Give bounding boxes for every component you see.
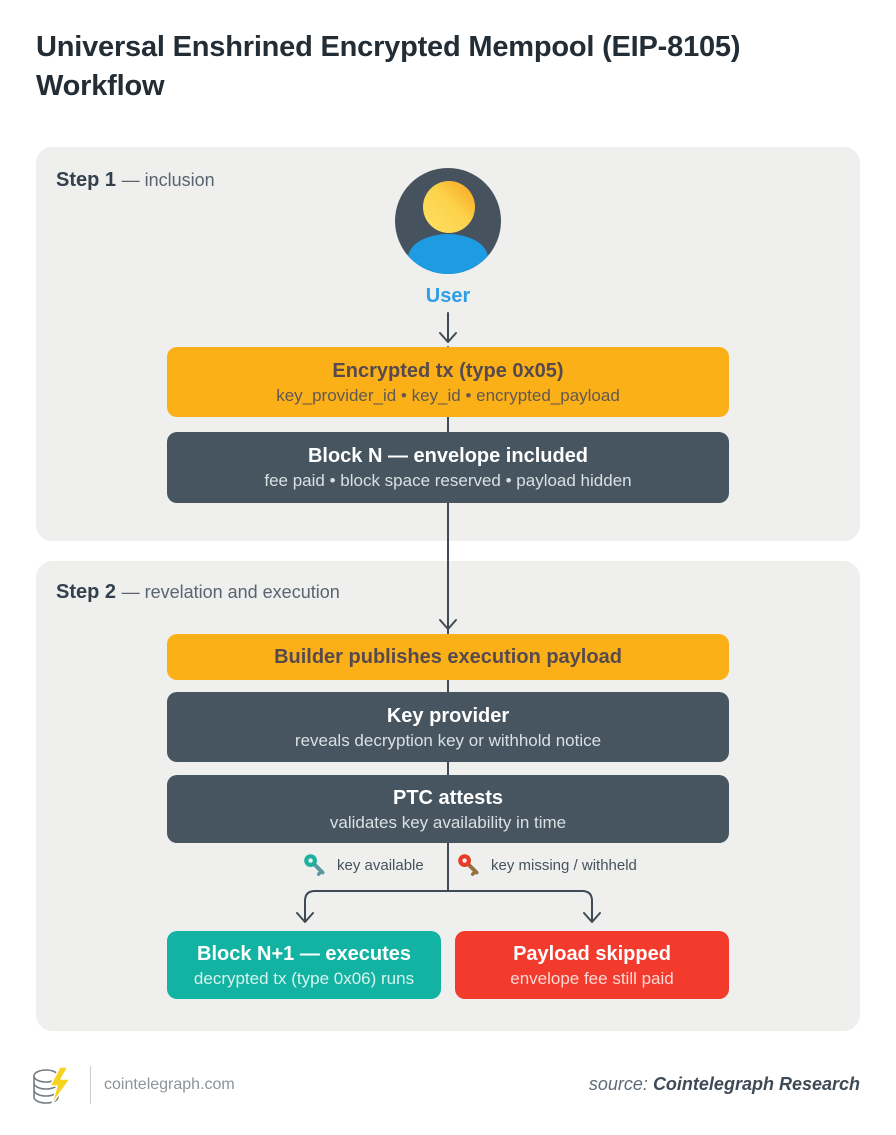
- block-n1-executes-subtitle: decrypted tx (type 0x06) runs: [193, 968, 415, 988]
- encrypted-tx-box: Encrypted tx (type 0x05) key_provider_id…: [167, 347, 729, 417]
- builder-box: Builder publishes execution payload: [167, 634, 729, 680]
- builder-title: Builder publishes execution payload: [274, 646, 622, 668]
- encrypted-tx-subtitle: key_provider_id • key_id • encrypted_pay…: [276, 385, 620, 405]
- legend-key-missing: key missing / withheld: [456, 852, 637, 879]
- block-n-title: Block N — envelope included: [307, 445, 589, 467]
- cointelegraph-logo-icon: [33, 1066, 71, 1105]
- encrypted-tx-title: Encrypted tx (type 0x05): [332, 359, 564, 382]
- footer-source: source: Cointelegraph Research: [589, 1074, 860, 1095]
- ptc-attests-box: PTC attests validates key availability i…: [167, 775, 729, 843]
- step1-label: Step 1 — inclusion: [56, 169, 215, 192]
- legend-key-available-label: key available: [337, 857, 424, 874]
- legend-key-available: key available: [302, 852, 424, 879]
- step2-label-sub: — revelation and execution: [121, 582, 340, 602]
- payload-skipped-title: Payload skipped: [513, 942, 671, 965]
- footer-source-name: Cointelegraph Research: [652, 1074, 860, 1094]
- user-avatar-icon: [395, 168, 501, 274]
- step2-label-strong: Step 2: [56, 581, 117, 603]
- footer-site-url: cointelegraph.com: [104, 1076, 235, 1093]
- footer: cointelegraph.com source: Cointelegraph …: [0, 1058, 896, 1118]
- block-n1-executes-title: Block N+1 — executes: [197, 942, 411, 965]
- key-provider-title: Key provider: [386, 704, 510, 727]
- footer-source-prefix: source:: [588, 1074, 648, 1094]
- legend-key-missing-label: key missing / withheld: [491, 857, 637, 874]
- payload-skipped-box: Payload skipped envelope fee still paid: [455, 931, 729, 999]
- step2-label: Step 2 — revelation and execution: [56, 581, 340, 604]
- block-n1-executes-box: Block N+1 — executes decrypted tx (type …: [167, 931, 441, 999]
- key-available-icon: [304, 854, 325, 876]
- key-missing-icon: [458, 854, 479, 876]
- ptc-attests-subtitle: validates key availability in time: [329, 812, 567, 832]
- key-provider-subtitle: reveals decryption key or withhold notic…: [294, 730, 602, 750]
- block-n-subtitle: fee paid • block space reserved • payloa…: [264, 471, 632, 490]
- page-title: Universal Enshrined Encrypted Mempool (E…: [36, 31, 741, 102]
- step1-label-sub: — inclusion: [121, 170, 215, 190]
- ptc-attests-title: PTC attests: [392, 786, 504, 809]
- user-label: User: [425, 285, 471, 307]
- block-n-box: Block N — envelope included fee paid • b…: [167, 432, 729, 503]
- payload-skipped-subtitle: envelope fee still paid: [510, 968, 674, 988]
- footer-divider: [90, 1066, 91, 1104]
- key-provider-box: Key provider reveals decryption key or w…: [167, 692, 729, 762]
- step1-label-strong: Step 1: [56, 169, 117, 191]
